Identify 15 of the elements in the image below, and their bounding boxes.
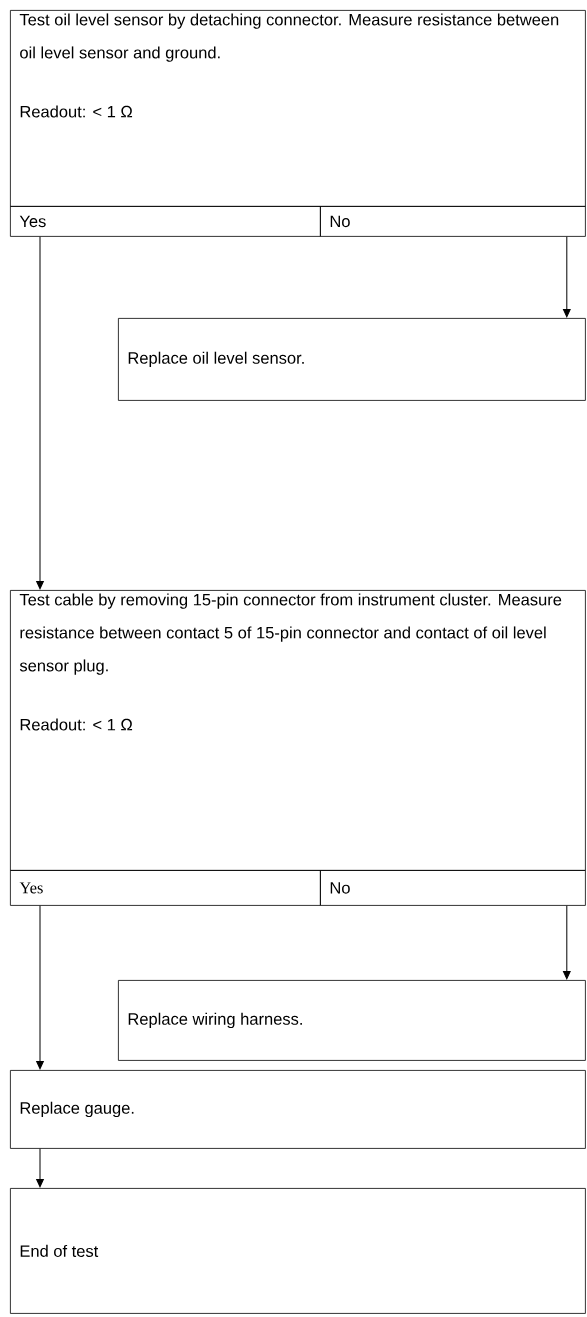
process-box: Test oil level sensor by detaching connector. Measure resistance between oil level sensor and ground. Readout: < 1 Ω: [10, 10, 586, 207]
arrow: [36, 905, 44, 1070]
arrow: [562, 905, 571, 980]
process-box: Test cable by removing 15-pin connector from instrument cluster. Measure resistance between contact 5 of 15-pin connector and contact of oil level sensor plug. Readout: < 1 Ω: [10, 590, 586, 871]
process-box: Replace wiring harness.: [118, 980, 586, 1061]
arrow: [36, 1148, 44, 1188]
answer-cell: Yes: [10, 870, 321, 906]
answer-cell: Yes: [10, 206, 321, 237]
process-box: Replace gauge.: [10, 1070, 586, 1149]
answer-cell: No: [320, 870, 586, 906]
arrow: [36, 236, 44, 590]
arrow: [562, 236, 571, 318]
process-box: Replace oil level sensor.: [118, 318, 586, 401]
answer-cell: No: [320, 206, 586, 237]
process-box: End of test: [10, 1188, 586, 1314]
